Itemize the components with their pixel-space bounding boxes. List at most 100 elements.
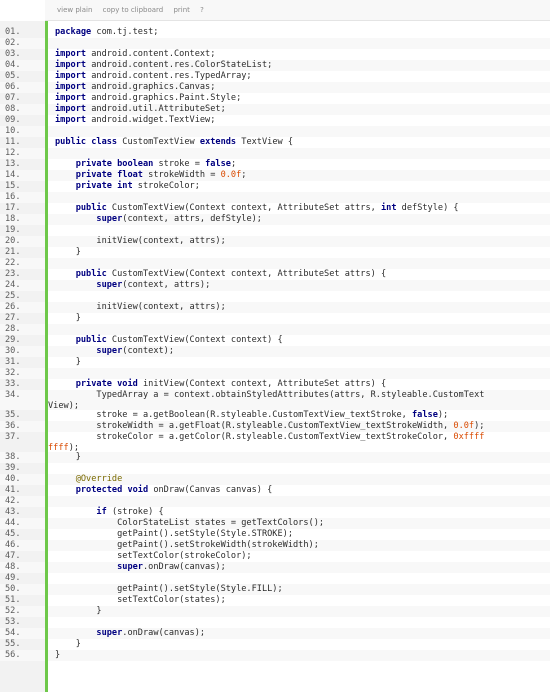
copy-to-clipboard-link[interactable]: copy to clipboard xyxy=(102,6,164,14)
line-content: protected void onDraw(Canvas canvas) { xyxy=(48,485,550,496)
line-number: 43. xyxy=(0,507,45,518)
line-number: 33. xyxy=(0,379,45,390)
code-line: 25. xyxy=(0,291,550,302)
code-token: @Override xyxy=(75,474,123,484)
code-token: defStyle) { xyxy=(396,203,459,213)
line-number: 32. xyxy=(0,368,45,379)
code-token xyxy=(55,181,76,191)
wrapped-line-content: View); xyxy=(48,401,550,412)
code-token: import xyxy=(55,71,87,81)
line-content: stroke = a.getBoolean(R.styleable.Custom… xyxy=(48,410,550,421)
code-line: 53. xyxy=(0,617,550,628)
line-number: 03. xyxy=(0,49,45,60)
code-token: } xyxy=(55,247,81,257)
code-token: initView(Context context, AttributeSet a… xyxy=(137,379,387,389)
code-token: super xyxy=(96,346,123,356)
code-line: 45. getPaint().setStyle(Style.STROKE); xyxy=(0,529,550,540)
code-token: android.widget.TextView; xyxy=(86,115,216,125)
line-number: 27. xyxy=(0,313,45,324)
code-token: public xyxy=(75,203,107,213)
code-token: CustomTextView(Context context, Attribut… xyxy=(106,269,387,279)
line-content: } xyxy=(48,313,550,324)
code-token: } xyxy=(55,639,81,649)
code-line: 41. protected void onDraw(Canvas canvas)… xyxy=(0,485,550,496)
code-token: onDraw(Canvas canvas) { xyxy=(148,485,273,495)
line-number: 10. xyxy=(0,126,45,137)
line-number: 30. xyxy=(0,346,45,357)
code-line: 13. private boolean stroke = false; xyxy=(0,159,550,170)
code-token xyxy=(55,335,76,345)
print-link[interactable]: print xyxy=(173,6,190,14)
code-token: ; xyxy=(230,159,237,169)
code-token: View); xyxy=(48,401,80,411)
code-line: 50. getPaint().setStyle(Style.FILL); xyxy=(0,584,550,595)
line-content: public class CustomTextView extends Text… xyxy=(48,137,550,148)
code-line: 42. xyxy=(0,496,550,507)
code-token: } xyxy=(55,650,61,660)
line-content: } xyxy=(48,639,550,650)
code-token xyxy=(55,280,96,290)
code-line: 47. setTextColor(strokeColor); xyxy=(0,551,550,562)
code-line: 15. private int strokeColor; xyxy=(0,181,550,192)
code-token: getPaint().setStrokeWidth(strokeWidth); xyxy=(55,540,319,550)
line-content: import android.graphics.Paint.Style; xyxy=(48,93,550,104)
line-number: 53. xyxy=(0,617,45,628)
line-content: if (stroke) { xyxy=(48,507,550,518)
line-number: 09. xyxy=(0,115,45,126)
code-token: 0.0f xyxy=(220,170,242,180)
line-content: import android.widget.TextView; xyxy=(48,115,550,126)
line-content: super.onDraw(canvas); xyxy=(48,628,550,639)
line-number: 39. xyxy=(0,463,45,474)
line-number: 23. xyxy=(0,269,45,280)
line-content: getPaint().setStyle(Style.STROKE); xyxy=(48,529,550,540)
code-token: 0xffff xyxy=(453,432,485,442)
code-line: 26. initView(context, attrs); xyxy=(0,302,550,313)
line-content: strokeWidth = a.getFloat(R.styleable.Cus… xyxy=(48,421,550,432)
code-line: 22. xyxy=(0,258,550,269)
line-content: TypedArray a = context.obtainStyledAttri… xyxy=(48,390,550,412)
line-content: import android.content.res.ColorStateLis… xyxy=(48,60,550,71)
line-number: 50. xyxy=(0,584,45,595)
code-line: 10. xyxy=(0,126,550,137)
code-token: getPaint().setStyle(Style.FILL); xyxy=(55,584,283,594)
code-token: initView(context, attrs); xyxy=(55,302,226,312)
line-content: private int strokeColor; xyxy=(48,181,550,192)
line-content: import android.util.AttributeSet; xyxy=(48,104,550,115)
code-line: 14. private float strokeWidth = 0.0f; xyxy=(0,170,550,181)
code-line: 32. xyxy=(0,368,550,379)
code-token: import xyxy=(55,60,87,70)
line-number: 11. xyxy=(0,137,45,148)
code-token xyxy=(55,214,96,224)
code-token: setTextColor(strokeColor); xyxy=(55,551,252,561)
code-token: import xyxy=(55,82,87,92)
code-token: false xyxy=(412,410,438,420)
help-link[interactable]: ? xyxy=(200,6,204,14)
line-content: } xyxy=(48,606,550,617)
code-token: android.graphics.Canvas; xyxy=(86,82,216,92)
code-token xyxy=(55,474,76,484)
line-number: 15. xyxy=(0,181,45,192)
line-content: } xyxy=(48,357,550,368)
line-number: 56. xyxy=(0,650,45,661)
line-content: public CustomTextView(Context context, A… xyxy=(48,203,550,214)
line-number: 44. xyxy=(0,518,45,529)
line-number: 38. xyxy=(0,452,45,463)
code-token xyxy=(55,269,76,279)
line-content: setTextColor(states); xyxy=(48,595,550,606)
code-line: 24. super(context, attrs); xyxy=(0,280,550,291)
code-token: public xyxy=(75,335,107,345)
code-token: public class xyxy=(55,137,118,147)
line-content: initView(context, attrs); xyxy=(48,302,550,313)
view-plain-link[interactable]: view plain xyxy=(57,6,93,14)
code-token: super xyxy=(96,214,123,224)
line-number: 16. xyxy=(0,192,45,203)
code-token: import xyxy=(55,49,87,59)
code-token: super xyxy=(117,562,143,572)
line-content: } xyxy=(48,452,550,463)
code-token: import xyxy=(55,115,87,125)
line-number: 05. xyxy=(0,71,45,82)
code-line: 54. super.onDraw(canvas); xyxy=(0,628,550,639)
code-token: .onDraw(canvas); xyxy=(142,562,226,572)
line-number: 12. xyxy=(0,148,45,159)
line-number: 21. xyxy=(0,247,45,258)
